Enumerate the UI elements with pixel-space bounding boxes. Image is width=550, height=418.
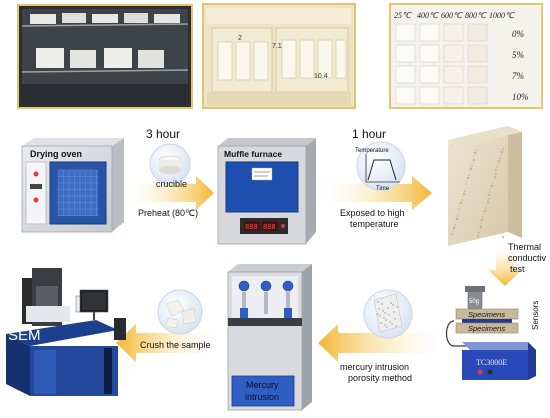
thermal-label-line3: test (510, 264, 525, 274)
arrow-crush (116, 324, 218, 362)
crush-label: Crush the sample (140, 340, 211, 350)
specimen-tile (395, 65, 416, 84)
furnace-tag: 7.1 (272, 43, 282, 50)
percent-row-label: 0% (512, 29, 524, 39)
specimens-top-label: Specimens (468, 310, 505, 319)
specimen-tile (419, 86, 440, 105)
furnace-tag: 2 (238, 35, 242, 42)
specimen-tile (395, 86, 416, 105)
time-axis-label: Time (376, 186, 390, 192)
sem-label: SEM (8, 327, 41, 344)
specimen-tile (467, 65, 488, 84)
weight-label: 50g (469, 299, 479, 305)
temperature-axis-label: Temperature (355, 148, 389, 154)
muffle-furnace-illustration: 888 888 (217, 138, 316, 245)
percent-row-label: 10% (512, 92, 529, 102)
thermal-conductivity-apparatus (445, 286, 536, 380)
exposed-label-line1: Exposed to high (340, 208, 405, 218)
sem-illustration (6, 268, 126, 396)
drying-oven-illustration (21, 138, 124, 233)
specimen-tile (395, 23, 416, 42)
furnace-tag: 10.4 (314, 73, 328, 80)
specimen-tile (467, 44, 488, 63)
crucible-icon (158, 155, 182, 174)
photo-drying-oven-interior (17, 4, 193, 109)
specimen-tile (443, 44, 464, 63)
specimen-tile (443, 23, 464, 42)
device-label: TC3000E (476, 358, 507, 367)
exposed-label-line2: temperature (350, 219, 399, 229)
arrow-mercury-intrusion (318, 324, 444, 362)
specimen-block (448, 126, 522, 246)
arrow-preheat (128, 176, 214, 210)
photo-muffle-furnace-interior (202, 3, 356, 109)
specimen-tile (443, 86, 464, 105)
sensors-label: Sensors (531, 301, 540, 330)
temperature-column-label: 600℃ (441, 11, 463, 20)
specimen-tile (395, 44, 416, 63)
svg-text:888: 888 (245, 224, 258, 232)
percent-row-label: 5% (512, 50, 524, 60)
mercury-method-line1: mercury intrusion (340, 362, 409, 372)
thermal-label-line2: conductiv (508, 253, 547, 263)
crucible-label: crucible (156, 179, 187, 189)
temperature-column-label: 1000℃ (489, 11, 515, 20)
muffle-furnace-label: Muffle furnace (224, 149, 282, 159)
arrow-thermal-test (488, 244, 522, 286)
mercury-intrusion-machine (227, 264, 312, 411)
duration-1-hour: 1 hour (352, 127, 386, 141)
mercury-machine-line1: Mercury (246, 380, 279, 390)
crushed-sample-bubble (157, 289, 203, 335)
specimen-tile (419, 65, 440, 84)
preheat-label: Preheat (80℃) (138, 208, 198, 218)
temperature-column-label: 800℃ (465, 11, 487, 20)
thermal-label-line1: Thermal (508, 242, 541, 252)
percent-row-label: 7% (512, 71, 524, 81)
specimens-bottom-label: Specimens (468, 324, 505, 333)
temperature-column-label: 400℃ (417, 11, 439, 20)
specimen-tile (419, 23, 440, 42)
specimen-tile (467, 86, 488, 105)
drying-oven-label: Drying oven (30, 149, 82, 159)
temperature-column-label: 25℃ (394, 11, 412, 20)
specimen-tile (419, 44, 440, 63)
svg-text:888: 888 (263, 224, 276, 232)
photo-specimen-grid (389, 3, 543, 109)
duration-3-hour: 3 hour (146, 127, 180, 141)
arrow-high-temperature (322, 176, 432, 210)
mercury-machine-line2: intrusion (245, 392, 279, 402)
specimen-tile (467, 23, 488, 42)
mercury-sample-bubble (363, 289, 413, 339)
specimen-tile (443, 65, 464, 84)
temperature-profile-bubble (356, 141, 406, 191)
mercury-method-line2: porosity method (348, 373, 412, 383)
